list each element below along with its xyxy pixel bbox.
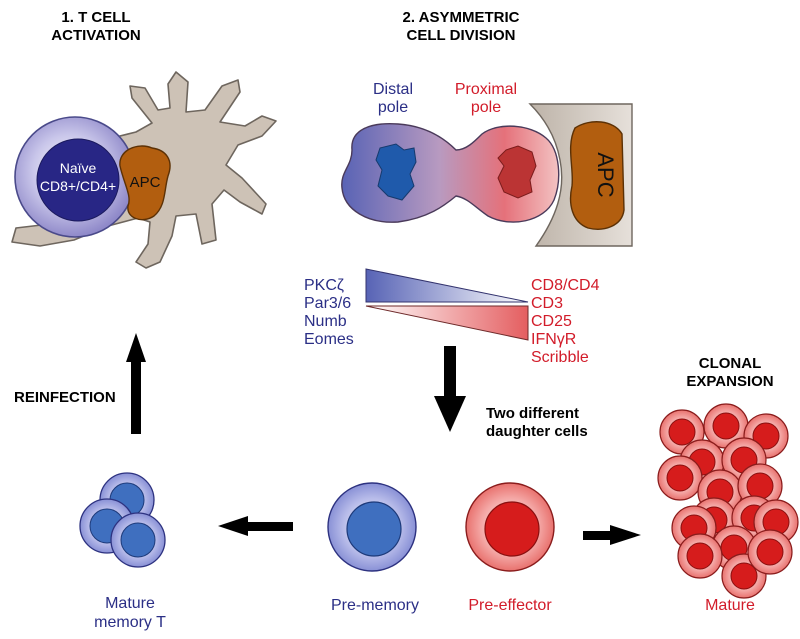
apc-contact-cell bbox=[528, 103, 633, 247]
reinfection-label: REINFECTION bbox=[14, 389, 116, 406]
distal-marker-list: PKCζ Par3/6 Numb Eomes bbox=[304, 277, 354, 348]
mature-memory-label-line1: Mature bbox=[105, 595, 155, 612]
proximal-gradient-wedge bbox=[365, 305, 529, 341]
effector-cell bbox=[703, 403, 749, 449]
distal-gradient-wedge bbox=[365, 268, 529, 303]
to-expansion-arrow bbox=[583, 525, 641, 545]
distal-marker: PKCζ bbox=[304, 277, 344, 294]
heading-activation-line1: 1. T CELL bbox=[61, 9, 130, 26]
mature-memory-cell-cluster bbox=[79, 472, 166, 568]
effector-cell bbox=[659, 409, 705, 455]
distal-marker: Par3/6 bbox=[304, 295, 351, 312]
proximal-marker-list: CD8/CD4 CD3 CD25 IFNγR Scribble bbox=[531, 277, 600, 366]
reinfection-arrow bbox=[126, 333, 146, 434]
proximal-marker: IFNγR bbox=[531, 331, 576, 348]
pre-effector-label: Pre-effector bbox=[468, 597, 552, 614]
pre-memory-cell bbox=[327, 482, 417, 572]
heading-activation-line2: ACTIVATION bbox=[51, 27, 140, 44]
distal-pole-label-line1: Distal bbox=[373, 81, 413, 98]
dividing-cell bbox=[341, 123, 560, 223]
apc-label-panel2: APC bbox=[593, 152, 618, 197]
naive-label-line2: CD8+/CD4+ bbox=[40, 178, 116, 194]
heading-clonal-line2: EXPANSION bbox=[686, 373, 773, 390]
mature-memory-label-line2: memory T bbox=[94, 614, 166, 631]
heading-clonal-line1: CLONAL bbox=[699, 355, 762, 372]
apc-label-panel1: APC bbox=[130, 174, 161, 191]
effector-cell bbox=[677, 533, 723, 579]
mature-effector-label: Mature bbox=[705, 597, 755, 614]
effector-cell bbox=[737, 463, 783, 509]
effector-cell bbox=[747, 529, 793, 575]
proximal-pole-label-line1: Proximal bbox=[455, 81, 517, 98]
distal-marker: Eomes bbox=[304, 331, 354, 348]
heading-asymmetric-line1: 2. ASYMMETRIC bbox=[403, 9, 520, 26]
naive-t-cell bbox=[14, 116, 136, 238]
proximal-marker: CD8/CD4 bbox=[531, 277, 600, 294]
distal-marker: Numb bbox=[304, 313, 347, 330]
proximal-marker: CD3 bbox=[531, 295, 563, 312]
pre-memory-label: Pre-memory bbox=[331, 597, 419, 614]
heading-asymmetric-line2: CELL DIVISION bbox=[407, 27, 516, 44]
distal-nucleus bbox=[375, 143, 417, 201]
memory-cell bbox=[110, 512, 166, 568]
division-down-arrow bbox=[434, 346, 466, 432]
effector-cell bbox=[657, 455, 703, 501]
distal-pole-label-line2: pole bbox=[378, 99, 408, 116]
proximal-pole-label-line2: pole bbox=[471, 99, 501, 116]
apc-nucleus-panel1 bbox=[119, 145, 171, 221]
clonal-expansion-cluster bbox=[657, 403, 799, 599]
proximal-nucleus bbox=[497, 145, 537, 199]
pre-effector-cell bbox=[465, 482, 555, 572]
proximal-marker: CD25 bbox=[531, 313, 572, 330]
naive-label-line1: Naïve bbox=[60, 160, 97, 176]
daughter-cells-label-line1: Two different bbox=[486, 405, 579, 422]
proximal-marker: Scribble bbox=[531, 349, 589, 366]
to-memory-arrow bbox=[218, 516, 293, 536]
daughter-cells-label-line2: daughter cells bbox=[486, 423, 588, 440]
